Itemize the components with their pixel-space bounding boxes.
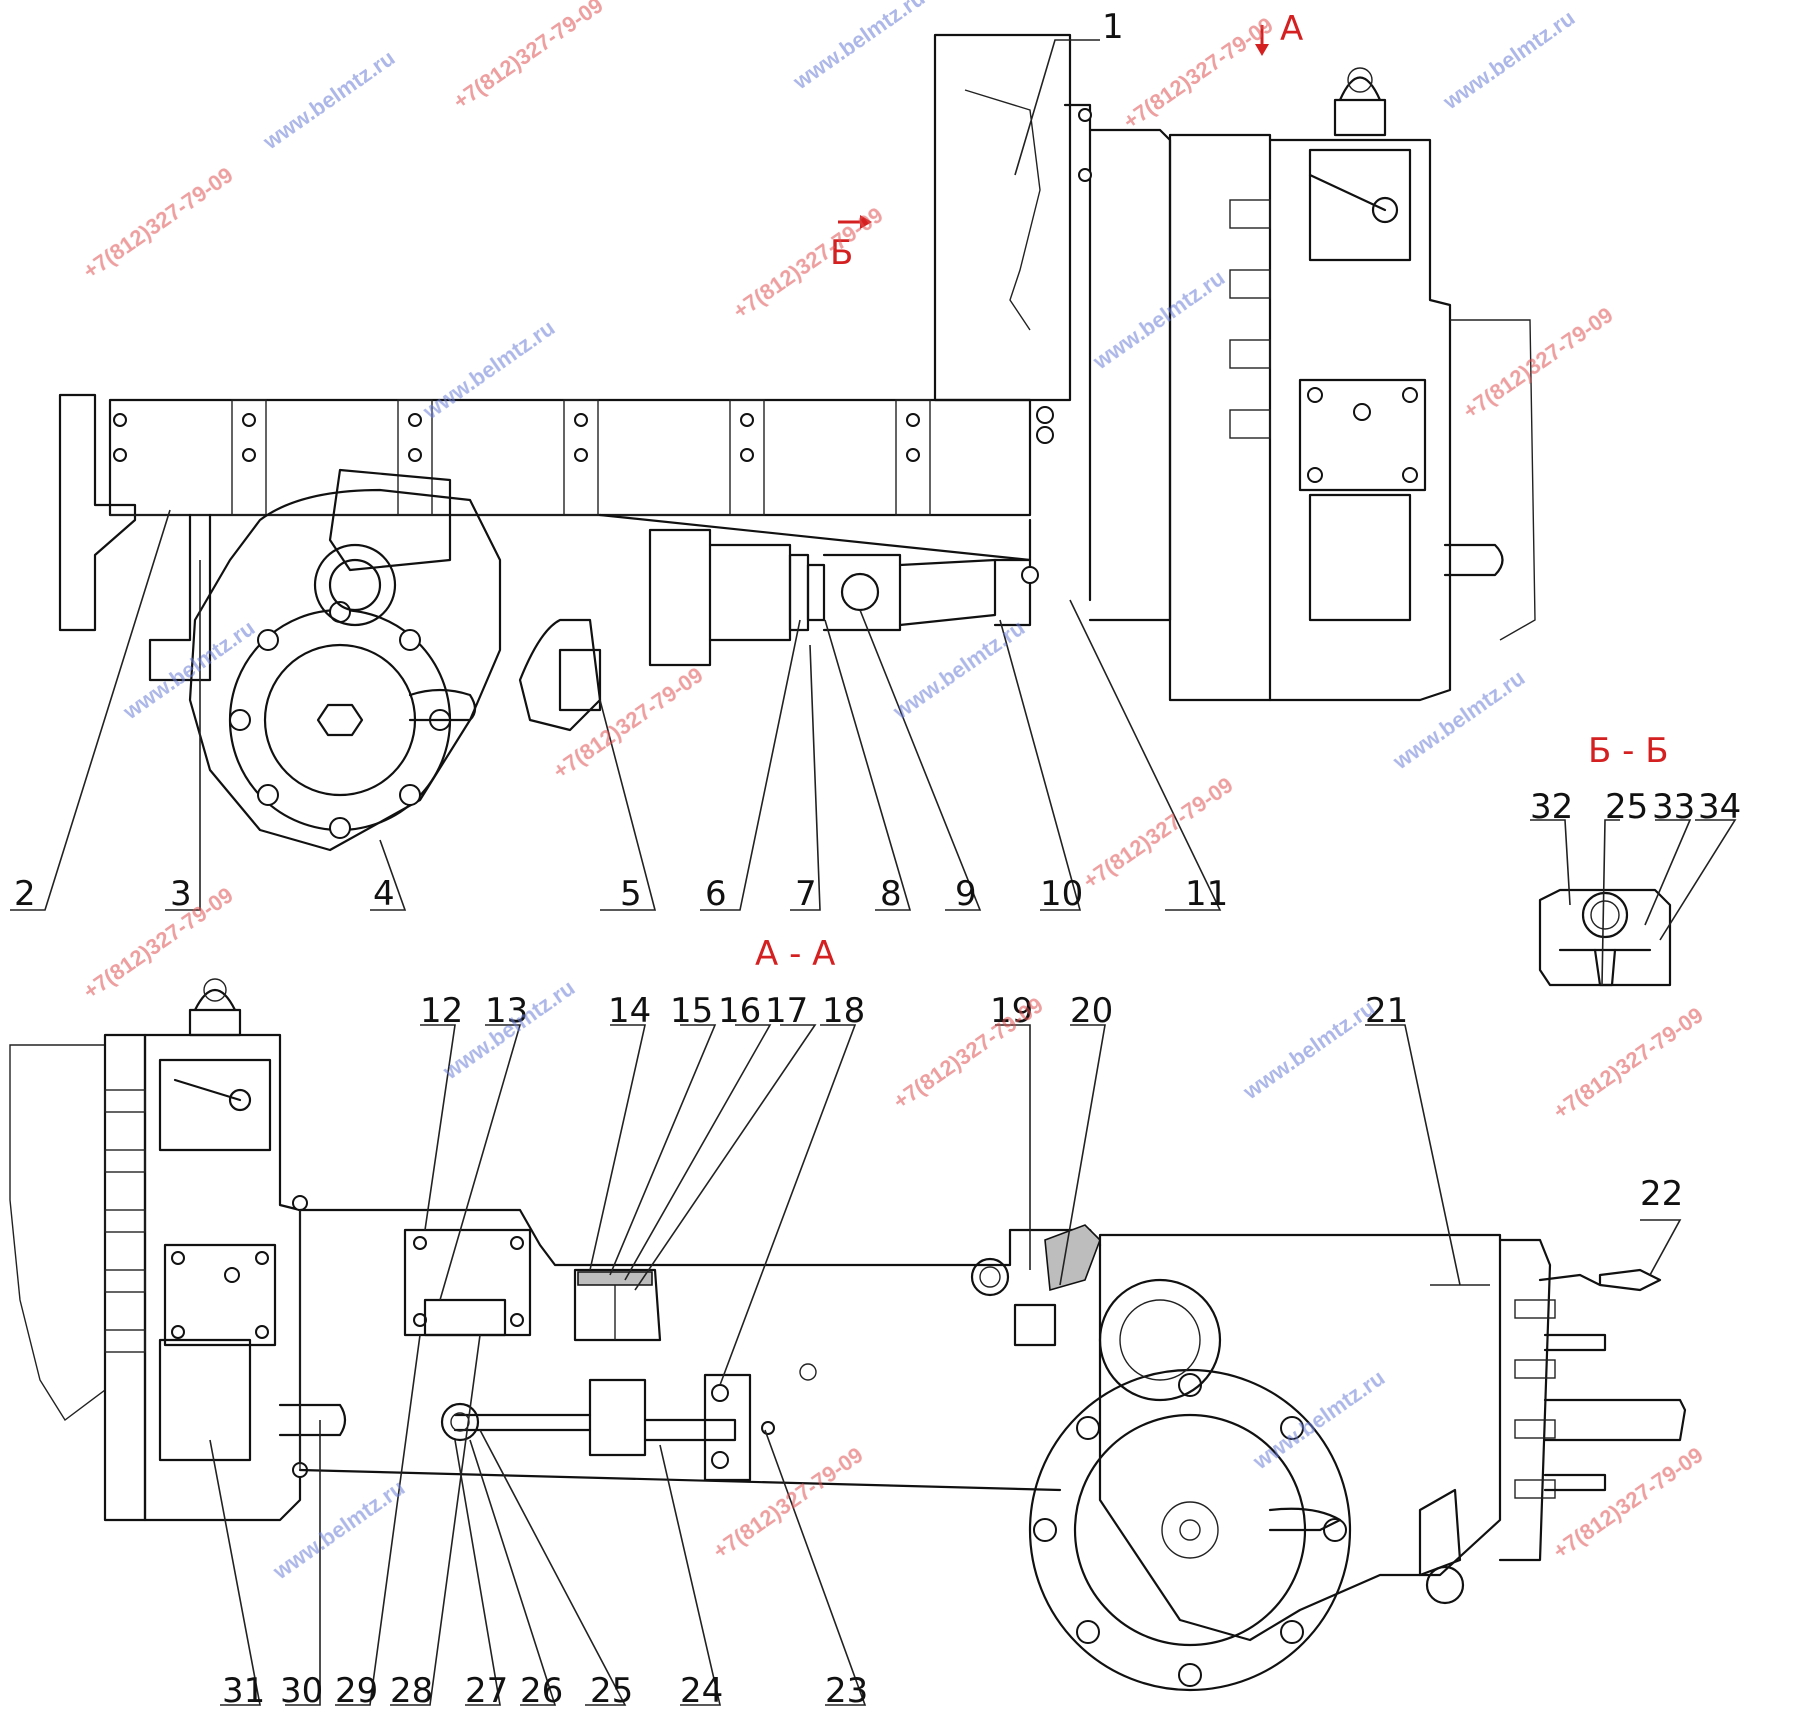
callout-4: 4: [373, 874, 395, 914]
section-aa-leaders: [209, 1024, 1682, 1706]
section-aa-callouts: 12 13 14 15 16 17 18 19 20 21 22 23 24 2…: [222, 991, 1683, 1711]
callout-23: 23: [825, 1671, 868, 1711]
top-view-leaders: [10, 39, 1222, 911]
watermark-phone: +7(812)327-79-09: [549, 662, 708, 784]
section-bb-title: Б - Б: [1588, 731, 1669, 771]
section-aa-assembly: [9, 978, 1687, 1692]
callout-32: 32: [1530, 787, 1573, 827]
watermark-phone: +7(812)327-79-09: [79, 162, 238, 284]
watermark-phone: +7(812)327-79-09: [1119, 12, 1278, 134]
watermark-site: www.belmtz.ru: [1248, 1365, 1390, 1475]
watermark-phone: +7(812)327-79-09: [1549, 1002, 1708, 1124]
callout-34: 34: [1698, 787, 1741, 827]
callout-1: 1: [1102, 7, 1124, 47]
callout-21: 21: [1365, 991, 1408, 1031]
callout-30: 30: [280, 1671, 323, 1711]
section-aa-title: А - А: [755, 934, 835, 974]
callout-2: 2: [14, 874, 36, 914]
callout-3: 3: [170, 874, 192, 914]
callout-7: 7: [795, 874, 817, 914]
callout-12: 12: [420, 991, 463, 1031]
watermark-site: www.belmtz.ru: [118, 615, 260, 725]
section-bb-detail: 32 25 33 34: [1530, 787, 1741, 987]
watermark-phone: +7(812)327-79-09: [889, 992, 1048, 1114]
callout-5: 5: [620, 874, 642, 914]
callout-29: 29: [335, 1671, 378, 1711]
watermark-phone: +7(812)327-79-09: [729, 202, 888, 324]
watermark-site: www.belmtz.ru: [1438, 5, 1580, 115]
callout-31: 31: [222, 1671, 265, 1711]
watermark-site: www.belmtz.ru: [888, 615, 1030, 725]
callout-16: 16: [718, 991, 761, 1031]
watermark-site: www.belmtz.ru: [258, 45, 400, 155]
watermark-site: www.belmtz.ru: [418, 315, 560, 425]
callout-28: 28: [390, 1671, 433, 1711]
callout-11: 11: [1185, 874, 1228, 914]
watermark-phone: +7(812)327-79-09: [449, 0, 608, 114]
callout-33: 33: [1652, 787, 1695, 827]
section-markers: А Б А - А Б - Б: [755, 9, 1669, 974]
watermark-site: www.belmtz.ru: [1088, 265, 1230, 375]
watermark-phone: +7(812)327-79-09: [1549, 1442, 1708, 1564]
callout-9: 9: [955, 874, 977, 914]
callout-15: 15: [670, 991, 713, 1031]
watermark-site: www.belmtz.ru: [1238, 995, 1380, 1105]
callout-24: 24: [680, 1671, 723, 1711]
watermark-phone: +7(812)327-79-09: [709, 1442, 868, 1564]
top-view-assembly: [58, 33, 1536, 852]
view-b-marker: Б: [830, 233, 853, 273]
callout-26: 26: [520, 1671, 563, 1711]
top-view-callouts: 1 2 3 4 5 6 7 8 9 10 11: [14, 7, 1228, 914]
callout-22: 22: [1640, 1174, 1683, 1214]
callout-6: 6: [705, 874, 727, 914]
callout-19: 19: [990, 991, 1033, 1031]
watermark-phone: +7(812)327-79-09: [79, 882, 238, 1004]
callout-17: 17: [765, 991, 808, 1031]
callout-14: 14: [608, 991, 651, 1031]
view-a-marker: А: [1280, 9, 1303, 49]
callout-27: 27: [465, 1671, 508, 1711]
callout-18: 18: [822, 991, 865, 1031]
callout-20: 20: [1070, 991, 1113, 1031]
watermark-site: www.belmtz.ru: [1388, 665, 1530, 775]
watermark-site: www.belmtz.ru: [788, 0, 930, 95]
callout-10: 10: [1040, 874, 1083, 914]
callout-8: 8: [880, 874, 902, 914]
callout-25: 25: [590, 1671, 633, 1711]
callout-13: 13: [485, 991, 528, 1031]
callout-25-bb: 25: [1605, 787, 1648, 827]
